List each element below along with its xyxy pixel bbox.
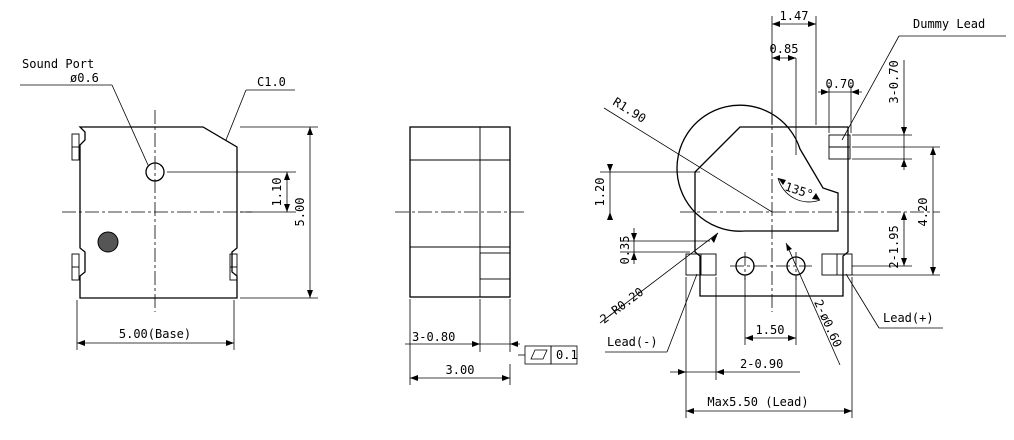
flatness-symbol-box: [524, 345, 552, 365]
flatness-value: 0.1: [556, 348, 578, 362]
sound-port-hole: [145, 162, 165, 182]
dim-max: Max5.50 (Lead): [707, 395, 808, 409]
radius-label: R1.90: [610, 95, 648, 126]
chamfer-label: C1.0: [257, 75, 286, 89]
dim-1-47: 1.47: [780, 9, 809, 23]
large-arc-cavity: [676, 104, 839, 232]
sound-port-label: Sound Port: [22, 57, 94, 71]
hole-dia-label: 2-ø0.60: [811, 298, 844, 350]
dim-1-20: 1.20: [593, 178, 607, 207]
lead-plus-label: Lead(+): [883, 311, 934, 325]
dim-0-85: 0.85: [770, 42, 799, 56]
dim-3-070: 3-0.70: [887, 60, 901, 103]
bottom-view: 1.47 0.85 0.70 Dummy Lead 3-0.70 4.20: [593, 9, 1006, 418]
polarity-mark: [97, 231, 119, 253]
dim-0-70: 0.70: [826, 77, 855, 91]
radius-small-label: 2-R0.20: [597, 285, 646, 327]
front-body-outline: [78, 126, 238, 299]
dim-3-080: 3-0.80: [412, 330, 455, 344]
dim-4-20: 4.20: [916, 198, 930, 227]
flatness-value-box: [550, 345, 578, 365]
flatness-icon: [530, 349, 548, 360]
side-view: 3-0.80 0.1 3.00: [395, 126, 578, 385]
dim-0-35: 0.35: [618, 236, 632, 265]
dim-5-00: 5.00: [293, 198, 307, 227]
dim-base: 5.00(Base): [119, 327, 191, 341]
lead-minus-label: Lead(-): [607, 335, 658, 349]
front-view: Sound Port ø0.6 C1.0 1.10 5.00 5.00(Base…: [20, 57, 318, 350]
dim-1-50: 1.50: [756, 323, 785, 337]
dim-3-00: 3.00: [446, 363, 475, 377]
angle-label: 135°: [783, 180, 815, 202]
dim-2-195: 2-1.95: [887, 225, 901, 268]
side-lead: [479, 252, 511, 280]
dim-2-090: 2-0.90: [740, 357, 783, 371]
dim-1-10: 1.10: [270, 178, 284, 207]
dummy-lead-label: Dummy Lead: [913, 17, 985, 31]
sound-port-dia-label: ø0.6: [70, 71, 99, 85]
